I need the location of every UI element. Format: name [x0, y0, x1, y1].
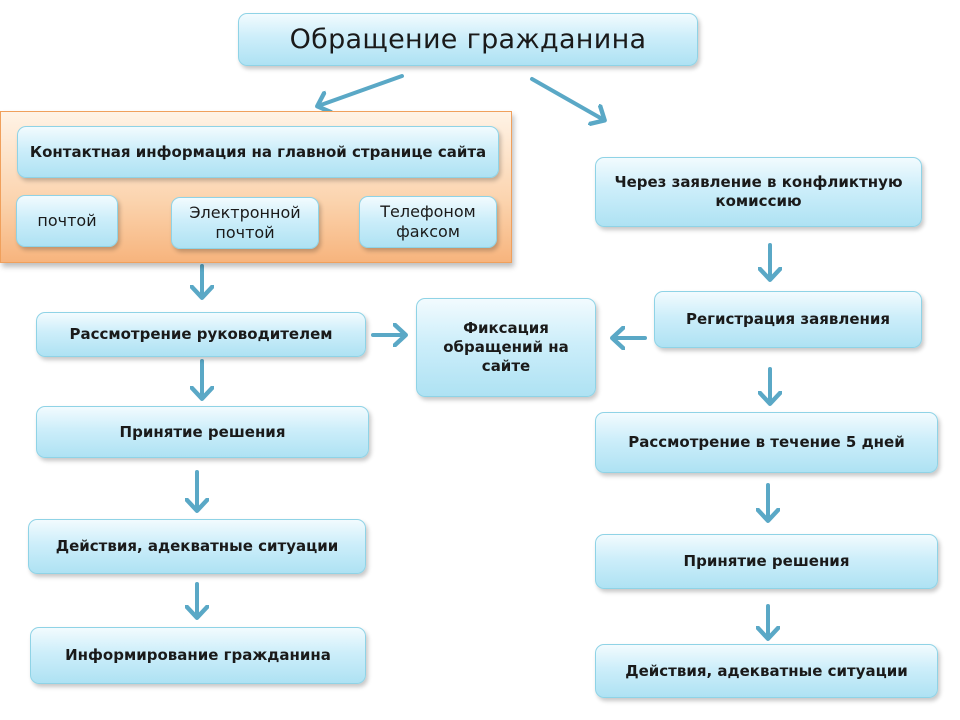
title-box: Обращение гражданина [238, 13, 698, 66]
arrow-title-to-right [530, 77, 604, 120]
right-step-register-text: Регистрация заявления [685, 310, 891, 329]
channel-mail-box: почтой [16, 195, 118, 247]
right-step-actions: Действия, адекватные ситуации [595, 644, 938, 698]
right-step-review-text: Рассмотрение в течение 5 дней [628, 433, 905, 452]
left-step-inform-text: Информирование гражданина [65, 646, 331, 665]
channel-mail-text: почтой [37, 211, 97, 230]
left-step-inform: Информирование гражданина [30, 627, 366, 684]
right-step-actions-text: Действия, адекватные ситуации [625, 661, 908, 680]
arrow-title-to-left [318, 74, 404, 106]
left-step-actions-text: Действия, адекватные ситуации [55, 537, 339, 556]
right-application-box: Через заявление в конфликтную комиссию [595, 157, 922, 227]
right-application-text: Через заявление в конфликтную комиссию [614, 173, 903, 210]
right-step-decision: Принятие решения [595, 534, 938, 589]
left-step-decision-text: Принятие решения [119, 422, 286, 441]
right-step-review: Рассмотрение в течение 5 дней [595, 412, 938, 473]
fixation-text: Фиксация обращений на сайте [443, 319, 569, 375]
title-text: Обращение гражданина [289, 23, 647, 55]
fixation-box: Фиксация обращений на сайте [416, 298, 596, 397]
left-step-decision: Принятие решения [36, 406, 369, 458]
left-step-review-text: Рассмотрение руководителем [69, 325, 333, 344]
channel-phone-text: Телефоном факсом [380, 202, 476, 241]
contact-panel: Контактная информация на главной страниц… [0, 111, 512, 263]
channel-phone-box: Телефоном факсом [359, 196, 497, 248]
contact-info-text: Контактная информация на главной страниц… [29, 142, 487, 161]
left-step-review: Рассмотрение руководителем [36, 312, 366, 357]
right-step-decision-text: Принятие решения [683, 552, 850, 571]
channel-email-text: Электронной почтой [189, 203, 301, 242]
channel-email-box: Электронной почтой [171, 197, 319, 249]
right-step-register: Регистрация заявления [654, 291, 922, 348]
contact-info-box: Контактная информация на главной страниц… [17, 126, 499, 178]
left-step-actions: Действия, адекватные ситуации [28, 519, 366, 574]
